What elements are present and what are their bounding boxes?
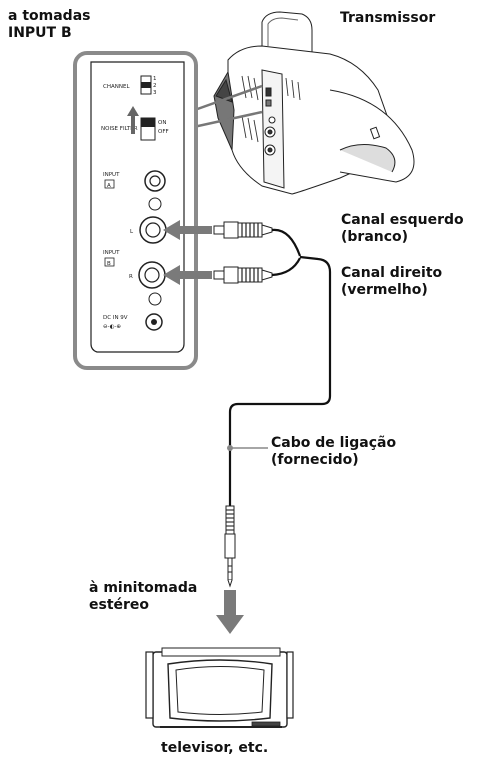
svg-text:NOISE FILTER: NOISE FILTER bbox=[101, 126, 138, 132]
dc-in-jack: DC IN 9V ⊖-◐-⊕ bbox=[103, 313, 163, 331]
right-jack: R bbox=[129, 261, 166, 306]
transmitter-device bbox=[213, 11, 415, 195]
right-rca-plug bbox=[213, 266, 273, 284]
television bbox=[145, 647, 294, 728]
left-plug-arrow bbox=[163, 220, 212, 240]
left-rca-plug bbox=[213, 221, 273, 239]
channel-switch: CHANNEL 1 2 3 bbox=[103, 75, 157, 96]
svg-text:CHANNEL: CHANNEL bbox=[103, 84, 130, 90]
panel-zoom-lines bbox=[188, 84, 263, 130]
input-a-jack: INPUT A bbox=[103, 170, 166, 211]
svg-text:L: L bbox=[130, 229, 134, 235]
connection-cable bbox=[228, 228, 332, 506]
svg-text:R: R bbox=[129, 274, 133, 280]
svg-text:3: 3 bbox=[153, 90, 157, 96]
right-plug-arrow bbox=[163, 265, 212, 285]
svg-text:DC IN 9V: DC IN 9V bbox=[103, 315, 128, 321]
panel-body bbox=[90, 61, 185, 353]
svg-text:OFF: OFF bbox=[158, 129, 169, 135]
tv-label: televisor, etc. bbox=[161, 740, 269, 756]
input-b-label: a tomadas INPUT B bbox=[8, 8, 91, 41]
svg-text:INPUT: INPUT bbox=[103, 250, 120, 256]
down-arrow bbox=[216, 590, 244, 634]
input-b-marker: INPUT B bbox=[103, 250, 120, 267]
svg-text:INPUT: INPUT bbox=[103, 172, 120, 178]
svg-text:B: B bbox=[107, 261, 111, 267]
mini-jack-label: à minitomada estéreo bbox=[89, 580, 198, 613]
svg-text:2: 2 bbox=[153, 83, 157, 89]
noise-filter-switch: NOISE FILTER ON OFF bbox=[101, 106, 169, 141]
mini-plug bbox=[224, 505, 236, 588]
svg-text:1: 1 bbox=[153, 76, 157, 82]
cable-label: Cabo de ligação (fornecido) bbox=[271, 435, 397, 468]
transmitter-label: Transmissor bbox=[340, 10, 436, 26]
svg-text:A: A bbox=[107, 183, 111, 189]
right-channel-label: Canal direito (vermelho) bbox=[341, 265, 443, 298]
svg-text:ON: ON bbox=[158, 120, 166, 126]
left-channel-label: Canal esquerdo (branco) bbox=[341, 212, 464, 245]
svg-text:⊖-◐-⊕: ⊖-◐-⊕ bbox=[103, 324, 121, 330]
